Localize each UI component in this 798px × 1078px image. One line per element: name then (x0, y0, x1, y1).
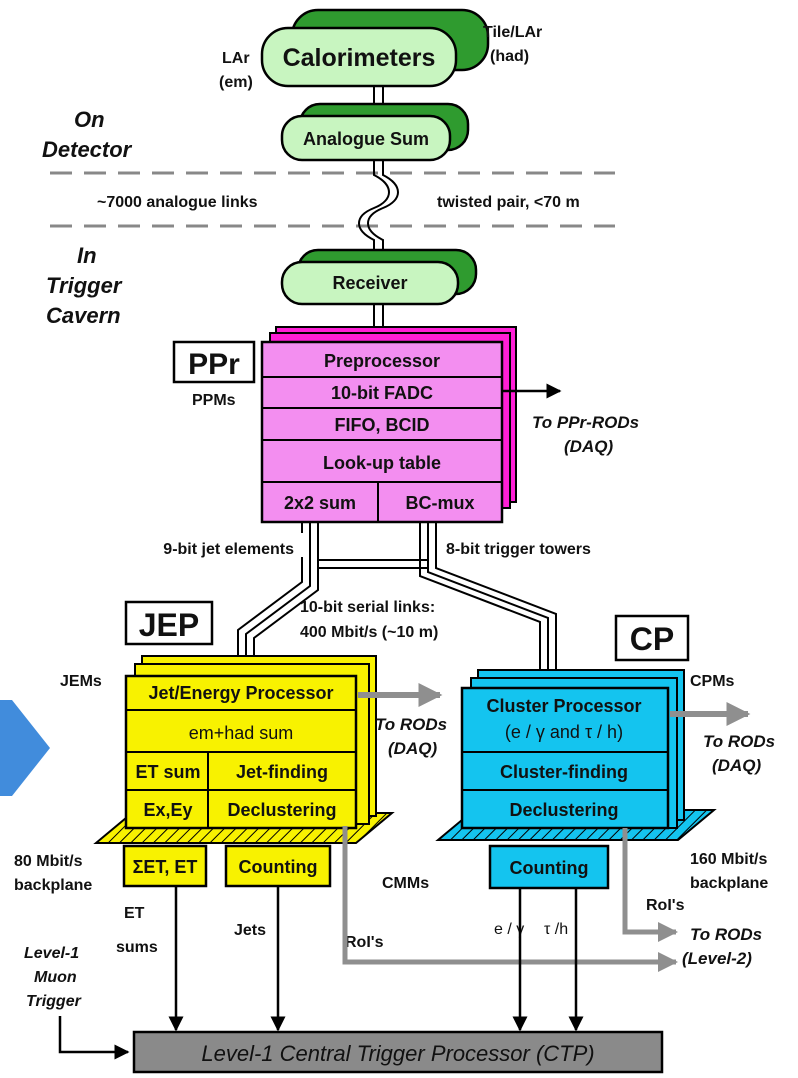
muon-arrow (58, 1016, 130, 1060)
in-trigger-label-3: Cavern (46, 303, 121, 328)
jep-row-emhad: em+had sum (189, 723, 294, 743)
in-trigger-label-1: In (77, 243, 97, 268)
jep-row-processor: Jet/Energy Processor (148, 683, 333, 703)
tauh-label: τ /h (544, 921, 568, 938)
muon-label-3: Trigger (26, 993, 82, 1010)
ppr-module-stack (260, 326, 517, 524)
jep-cmm-counting-box (224, 844, 332, 888)
jet-elements-label: 9-bit jet elements (163, 541, 294, 558)
jep-backplane-label-1: 80 Mbit/s (14, 853, 83, 870)
cp-label-box (614, 614, 690, 662)
serial-links-label-2: 400 Mbit/s (~10 m) (300, 624, 438, 641)
jep-cmm-sum-box (122, 844, 208, 888)
blue-tab-shape (0, 700, 50, 796)
jep-module-stack (93, 655, 395, 844)
jep-label: JEP (139, 607, 199, 643)
muon-label-1: Level-1 (24, 945, 79, 962)
l2-rod-label-2: (Level-2) (682, 949, 752, 968)
jep-rois-label: RoI's (345, 934, 384, 951)
lar-em-label: LAr (222, 50, 250, 67)
ppr-rod-label-2: (DAQ) (564, 437, 613, 456)
cp-row-declustering: Declustering (509, 800, 618, 820)
roi-gray-lines (342, 826, 678, 972)
cp-backplane-label-2: backplane (690, 875, 768, 892)
ctp-label: Level-1 Central Trigger Processor (CTP) (201, 1041, 594, 1066)
cp-label: CP (630, 621, 674, 657)
tile-had-label: Tile/LAr (483, 24, 542, 41)
jep-cmm-sum-label: ΣET, ET (133, 857, 198, 877)
l2-rod-label-1: To RODs (690, 925, 762, 944)
ppr-row-2x2-sum: 2x2 sum (284, 493, 356, 513)
ppr-row-fifo: FIFO, BCID (335, 415, 430, 435)
et-sums-label-2: sums (116, 939, 158, 956)
twisted-pair-cable (358, 160, 399, 262)
trigger-towers-label: 8-bit trigger towers (446, 541, 591, 558)
tile-had-sub: (had) (490, 48, 529, 65)
analogue-sum-label: Analogue Sum (303, 129, 429, 149)
cp-rod-label-1: To RODs (703, 732, 775, 751)
jep-row-exey: Ex,Ey (143, 800, 192, 820)
ctp-box (132, 1030, 664, 1074)
ppr-to-cp-cable (419, 522, 557, 690)
cp-cmm-counting-box (488, 844, 610, 890)
ppr-row-lut: Look-up table (323, 453, 441, 473)
on-detector-label-1: On (74, 107, 105, 132)
jep-row-jet-finding: Jet-finding (236, 762, 328, 782)
analogue-sum-block: Analogue Sum (280, 102, 470, 162)
jep-label-box (124, 600, 214, 646)
et-sums-label-1: ET (124, 905, 145, 922)
cp-rod-label-2: (DAQ) (712, 756, 761, 775)
serial-links-label-1: 10-bit serial links: (300, 599, 435, 616)
lar-em-sub: (em) (219, 74, 253, 91)
jep-rod-label-1: To RODs (375, 715, 447, 734)
cmms-label: CMMs (382, 875, 429, 892)
cp-rois-label: RoI's (646, 897, 685, 914)
cp-row-processor: Cluster Processor (486, 696, 641, 716)
receiver-label: Receiver (332, 273, 407, 293)
ppr-row-fadc: 10-bit FADC (331, 383, 433, 403)
ppr-label-box (172, 340, 256, 384)
jep-rod-label-2: (DAQ) (388, 739, 437, 758)
muon-label-2: Muon (34, 969, 77, 986)
ppr-label: PPr (188, 348, 240, 381)
calorimeters-block: Calorimeters (260, 8, 490, 88)
ppr-rod-label-1: To PPr-RODs (532, 413, 639, 432)
jep-cmm-counting-label: Counting (239, 857, 318, 877)
cp-cmm-counting-label: Counting (510, 858, 589, 878)
cpms-label: CPMs (690, 673, 735, 690)
egamma-label: e / γ (494, 921, 524, 938)
jep-to-cp-serial-cable (318, 559, 428, 569)
ppr-row-bc-mux: BC-mux (405, 493, 474, 513)
cp-module-stack (435, 669, 717, 841)
jets-label: Jets (234, 922, 266, 939)
cp-row-processor-sub: (e / γ and τ / h) (505, 722, 623, 742)
jep-row-et-sum: ET sum (135, 762, 200, 782)
jep-row-declustering: Declustering (227, 800, 336, 820)
on-detector-label-2: Detector (42, 137, 133, 162)
receiver-block: Receiver (280, 248, 478, 306)
cp-backplane-label-1: 160 Mbit/s (690, 851, 767, 868)
links-left-label: ~7000 analogue links (97, 194, 258, 211)
in-trigger-label-2: Trigger (46, 273, 123, 298)
calorimeters-label: Calorimeters (283, 44, 436, 72)
links-right-label: twisted pair, <70 m (437, 194, 580, 211)
ppms-label: PPMs (192, 392, 236, 409)
ppr-row-preprocessor: Preprocessor (324, 351, 440, 371)
ctp-input-arrows (168, 886, 584, 1032)
jems-label: JEMs (60, 673, 102, 690)
cp-row-cluster-finding: Cluster-finding (500, 762, 628, 782)
jep-backplane-label-2: backplane (14, 877, 92, 894)
